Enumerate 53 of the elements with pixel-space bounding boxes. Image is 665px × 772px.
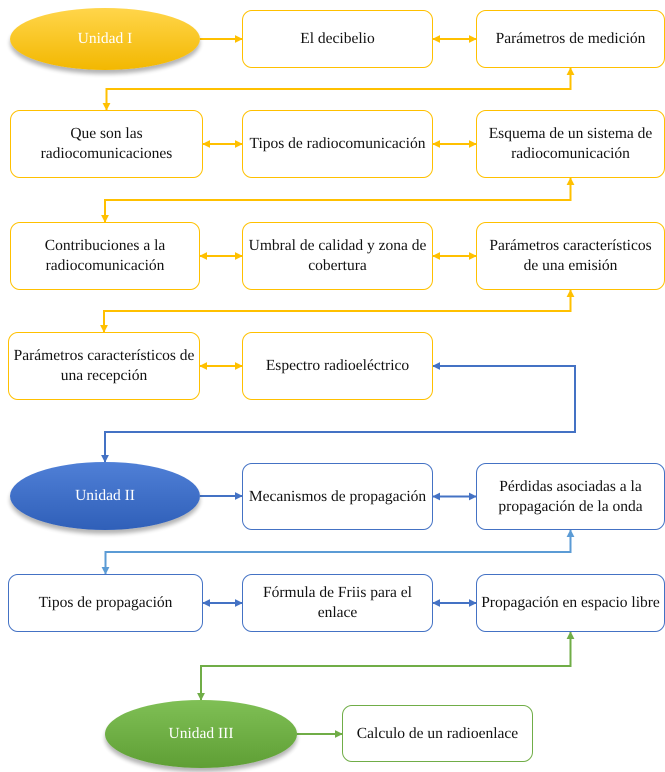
process-box: [476, 110, 665, 178]
process-box: [476, 222, 665, 290]
process-box: [242, 463, 433, 530]
connector-arrow: [199, 252, 243, 260]
connector-arrow: [297, 730, 343, 738]
connector-arrow: [432, 492, 477, 500]
node-label: Tipos de radiocomunicación: [248, 134, 426, 154]
process-box: [476, 463, 665, 530]
process-box: [342, 705, 533, 762]
connector-arrow: [100, 289, 574, 333]
process-box: [10, 222, 200, 290]
process-box: [242, 10, 433, 68]
node-label: Parámetros característicos de una recepción: [12, 346, 196, 386]
connector-arrow: [199, 362, 243, 370]
process-box: [242, 222, 433, 290]
connector-arrow: [432, 599, 477, 607]
node-label: Esquema de un sistema de radiocomunicación: [488, 124, 654, 164]
connector-arrow: [202, 599, 243, 607]
process-box: [8, 574, 203, 632]
node-label: Unidad III: [168, 724, 234, 744]
node-label: Que son las radiocomunicaciones: [40, 124, 174, 164]
process-box: [242, 332, 433, 400]
process-box: [8, 332, 200, 400]
node-label: Calculo de un radioenlace: [356, 724, 520, 744]
node-label: Parámetros característicos de una emisión: [488, 236, 653, 276]
node-label: Mecanismos de propagación: [248, 486, 428, 506]
connector-arrow: [101, 362, 576, 463]
connector-arrow: [101, 177, 574, 223]
node-label: Tipos de propagación: [38, 593, 174, 613]
node-label: Espectro radioeléctrico: [264, 356, 410, 376]
connector-arrow: [202, 140, 243, 148]
node-label: Unidad II: [74, 486, 136, 506]
process-box: [242, 110, 433, 178]
node-label: Parámetros de medición: [494, 29, 646, 49]
node-label: Propagación en espacio libre: [480, 593, 661, 613]
process-box: [242, 574, 433, 632]
connector-arrow: [432, 252, 477, 260]
process-box: [476, 10, 665, 68]
connector-arrow: [200, 492, 243, 500]
process-box: [10, 110, 203, 178]
node-label: Umbral de calidad y zona de cobertura: [248, 236, 428, 276]
process-box: [476, 574, 665, 632]
connector-arrow: [102, 67, 574, 111]
node-label: Pérdidas asociadas a la propagación de la onda: [497, 476, 644, 516]
connector-arrow: [200, 35, 243, 43]
connector-arrow: [432, 140, 477, 148]
node-label: Unidad I: [76, 29, 134, 49]
node-label: El decibelio: [299, 29, 376, 49]
node-label: Contribuciones a la radiocomunicación: [44, 236, 166, 276]
node-label: Fórmula de Friis para el enlace: [262, 583, 413, 623]
connector-arrow: [102, 529, 574, 575]
connector-arrow: [197, 631, 574, 701]
connector-arrow: [432, 35, 477, 43]
